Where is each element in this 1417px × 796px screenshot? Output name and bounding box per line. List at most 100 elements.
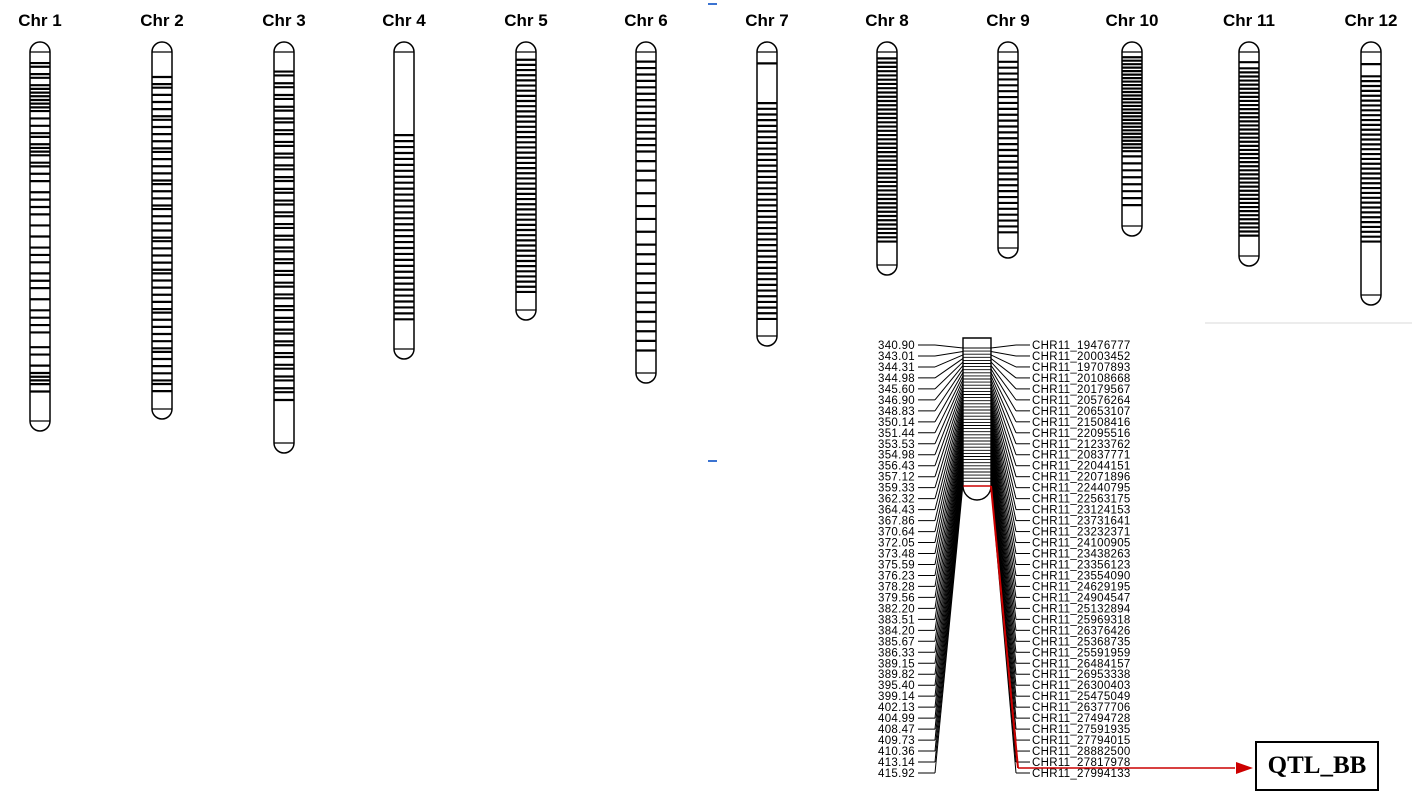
position-label: 409.73 — [878, 735, 915, 747]
position-label: 348.83 — [878, 406, 915, 418]
position-connector — [934, 435, 964, 620]
chromosome-outline — [756, 41, 778, 347]
position-label: 395.40 — [878, 680, 915, 692]
marker-label: CHR11_19707893 — [1032, 362, 1131, 374]
marker-connector — [990, 452, 1017, 675]
position-label: 384.20 — [878, 625, 915, 637]
chromosome-outline — [1238, 41, 1260, 267]
marker-connector — [990, 421, 1017, 576]
marker-connector — [990, 431, 1017, 609]
chromosome-4: Chr 4 — [382, 11, 426, 360]
position-label: 413.14 — [878, 757, 915, 769]
chromosome-7: Chr 7 — [745, 11, 789, 347]
marker-label: CHR11_27494728 — [1032, 713, 1131, 725]
marker-label: CHR11_20653107 — [1032, 406, 1131, 418]
position-connector — [934, 354, 964, 368]
marker-label: CHR11_26300403 — [1032, 680, 1131, 692]
marker-label: CHR11_27817978 — [1032, 757, 1131, 769]
chromosome-label: Chr 3 — [262, 11, 305, 30]
position-label: 404.99 — [878, 713, 915, 725]
chromosome-9: Chr 9 — [986, 11, 1030, 259]
chromosome-outline — [29, 41, 51, 432]
position-connector — [934, 372, 964, 423]
marker-connector — [990, 438, 1017, 631]
marker-label: CHR11_23731641 — [1032, 516, 1131, 528]
position-connector — [934, 358, 964, 379]
marker-label: CHR11_19476777 — [1032, 340, 1131, 352]
marker-label: CHR11_25368735 — [1032, 636, 1131, 648]
chromosome-outline — [273, 41, 295, 454]
marker-connector — [990, 424, 1017, 587]
position-connector — [934, 368, 964, 412]
marker-label: CHR11_23124153 — [1032, 505, 1131, 517]
chromosome-label: Chr 10 — [1106, 11, 1159, 30]
chromosome-label: Chr 11 — [1223, 11, 1275, 30]
marker-label: CHR11_22095516 — [1032, 428, 1131, 440]
marker-label: CHR11_20837771 — [1032, 450, 1131, 462]
position-connector — [934, 379, 964, 444]
marker-connector — [990, 379, 1017, 444]
chromosome-label: Chr 1 — [18, 11, 61, 30]
position-label: 359.33 — [878, 483, 915, 495]
marker-connector — [990, 449, 1017, 664]
marker-label: CHR11_23356123 — [1032, 559, 1131, 571]
marker-connector — [990, 393, 1017, 488]
marker-connector — [990, 375, 1017, 433]
position-connector — [934, 463, 964, 708]
chromosome-label: Chr 8 — [865, 11, 908, 30]
marker-label: CHR11_23554090 — [1032, 570, 1131, 582]
marker-label: CHR11_26376426 — [1032, 625, 1131, 637]
position-label: 410.36 — [878, 746, 915, 758]
marker-label: CHR11_24629195 — [1032, 581, 1131, 593]
chromosome-label: Chr 12 — [1345, 11, 1398, 30]
marker-label: CHR11_27591935 — [1032, 724, 1131, 736]
marker-label: CHR11_23232371 — [1032, 527, 1131, 539]
marker-connector — [990, 354, 1017, 368]
marker-label: CHR11_20179567 — [1032, 384, 1131, 396]
position-connector — [934, 375, 964, 434]
chromosome-outline — [515, 41, 537, 321]
marker-connector — [990, 435, 1017, 620]
position-label: 344.98 — [878, 373, 915, 385]
position-connector — [934, 386, 964, 466]
position-connector — [934, 389, 964, 477]
chr11-zoom-panel: 340.90343.01344.31344.98345.60346.90348.… — [878, 337, 1253, 780]
marker-connector — [990, 407, 1017, 532]
position-label: 378.28 — [878, 581, 915, 593]
chromosome-label: Chr 2 — [140, 11, 183, 30]
position-label: 364.43 — [878, 505, 915, 517]
marker-label: CHR11_25132894 — [1032, 603, 1131, 615]
marker-connector — [990, 403, 1017, 521]
position-label: 370.64 — [878, 527, 915, 539]
chromosome-11: Chr 11 — [1223, 11, 1275, 267]
position-label: 382.20 — [878, 603, 915, 615]
position-label: 344.31 — [878, 362, 915, 374]
marker-connector — [990, 400, 1017, 510]
position-connector — [934, 428, 964, 598]
chromosome-outline — [876, 41, 898, 276]
chromosome-outline — [1360, 41, 1382, 306]
marker-label: CHR11_26484157 — [1032, 658, 1131, 670]
position-label: 399.14 — [878, 691, 915, 703]
position-connector — [934, 483, 964, 774]
position-label: 389.82 — [878, 669, 915, 681]
qtl-arrow-head — [1236, 762, 1253, 774]
position-label: 357.12 — [878, 472, 915, 484]
position-label: 415.92 — [878, 768, 915, 780]
position-label: 362.32 — [878, 494, 915, 506]
marker-connector — [990, 361, 1017, 390]
marker-connector — [990, 414, 1017, 554]
position-label: 376.23 — [878, 570, 915, 582]
position-connector — [934, 456, 964, 686]
marker-label: CHR11_23438263 — [1032, 549, 1131, 561]
position-connector — [934, 466, 964, 719]
position-connector — [934, 442, 964, 642]
marker-label: CHR11_20003452 — [1032, 351, 1131, 363]
position-label: 354.98 — [878, 450, 915, 462]
chromosome-6: Chr 6 — [624, 11, 668, 384]
blue-tick-mark — [708, 3, 717, 5]
chromosome-5: Chr 5 — [504, 11, 548, 321]
position-label: 350.14 — [878, 417, 915, 429]
position-connector — [934, 445, 964, 653]
position-label: 373.48 — [878, 549, 915, 561]
